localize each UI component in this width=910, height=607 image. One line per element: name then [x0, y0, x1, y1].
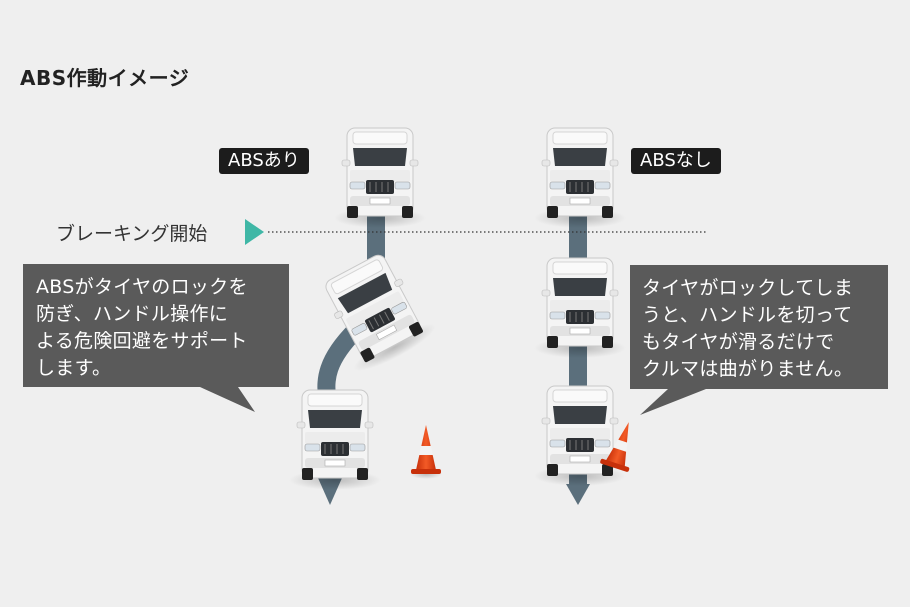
car-abs-off-3 — [533, 385, 627, 487]
callout-left-text: ABSがタイヤのロックを 防ぎ、ハンドル操作に よる危険回避をサポート します。 — [36, 276, 248, 379]
car-abs-on-3 — [288, 389, 382, 491]
callout-right-text: タイヤがロックしてしま うと、ハンドルを切って もタイヤが滑るだけで クルマは曲… — [642, 277, 854, 380]
abs-off-arrow — [566, 484, 590, 505]
abs-on-label: ABSあり — [219, 148, 309, 174]
traffic-cone-icon-left — [410, 425, 442, 479]
braking-start-label: ブレーキング開始 — [56, 223, 208, 245]
braking-marker-icon — [245, 219, 264, 245]
page-title: ABS作動イメージ — [20, 66, 190, 90]
car-abs-off-2 — [533, 257, 627, 359]
car-abs-on-1 — [333, 127, 427, 229]
abs-off-label: ABSなし — [631, 148, 721, 174]
traffic-cone-icon-right — [600, 422, 630, 472]
callout-right-box — [630, 265, 888, 415]
callout-left-box — [23, 264, 289, 412]
car-abs-off-1 — [533, 127, 627, 229]
